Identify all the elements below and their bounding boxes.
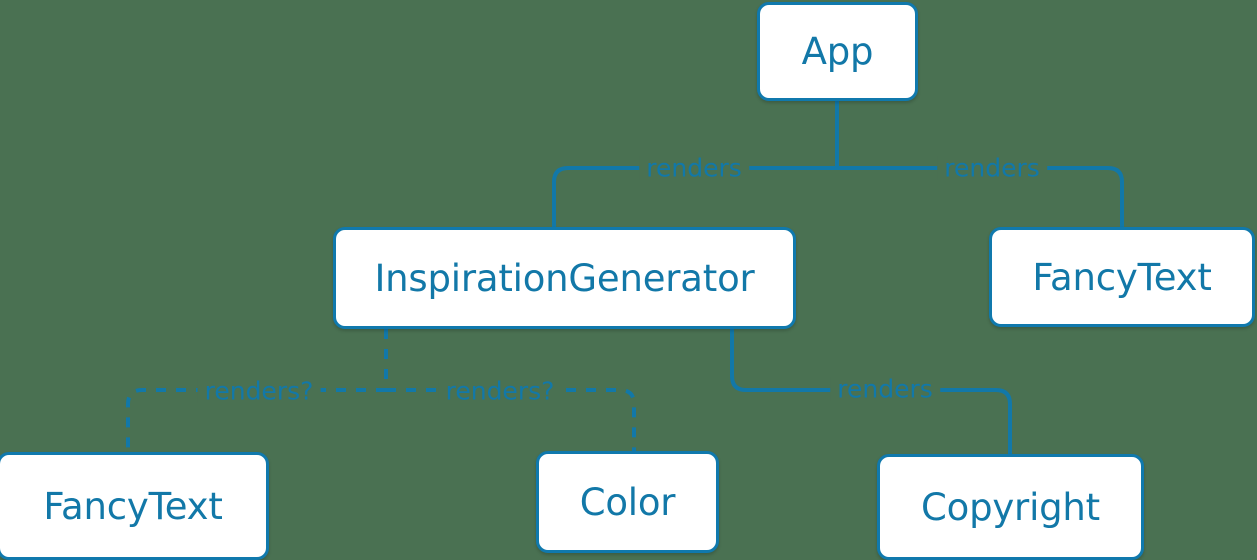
- node-fancytext-left-label: FancyText: [43, 484, 223, 528]
- node-inspiration-generator-label: InspirationGenerator: [374, 256, 755, 300]
- edge-label-ig-renders-color: renders?: [438, 378, 562, 404]
- node-fancytext-right-label: FancyText: [1032, 255, 1212, 299]
- edge-ig-to-color: [386, 388, 636, 451]
- edge-label-app-renders-inspiration: renders: [639, 155, 749, 181]
- node-color-label: Color: [579, 480, 676, 524]
- edge-app-to-inspiration: [552, 166, 839, 229]
- node-copyright[interactable]: Copyright: [877, 454, 1144, 560]
- node-app-label: App: [801, 30, 874, 73]
- node-inspiration-generator[interactable]: InspirationGenerator: [333, 227, 796, 329]
- edge-label-ig-renders-fancytext: renders?: [197, 378, 321, 404]
- node-copyright-label: Copyright: [921, 485, 1100, 529]
- edge-label-ig-renders-copyright: renders: [830, 376, 940, 402]
- node-color[interactable]: Color: [536, 451, 719, 553]
- edge-ig-to-fancytext: [126, 388, 386, 452]
- node-fancytext-right[interactable]: FancyText: [989, 227, 1255, 327]
- node-fancytext-left[interactable]: FancyText: [0, 452, 269, 560]
- edge-app-to-fancytext: [835, 166, 1124, 229]
- edge-label-app-renders-fancytext: renders: [937, 155, 1047, 181]
- node-app[interactable]: App: [757, 2, 918, 101]
